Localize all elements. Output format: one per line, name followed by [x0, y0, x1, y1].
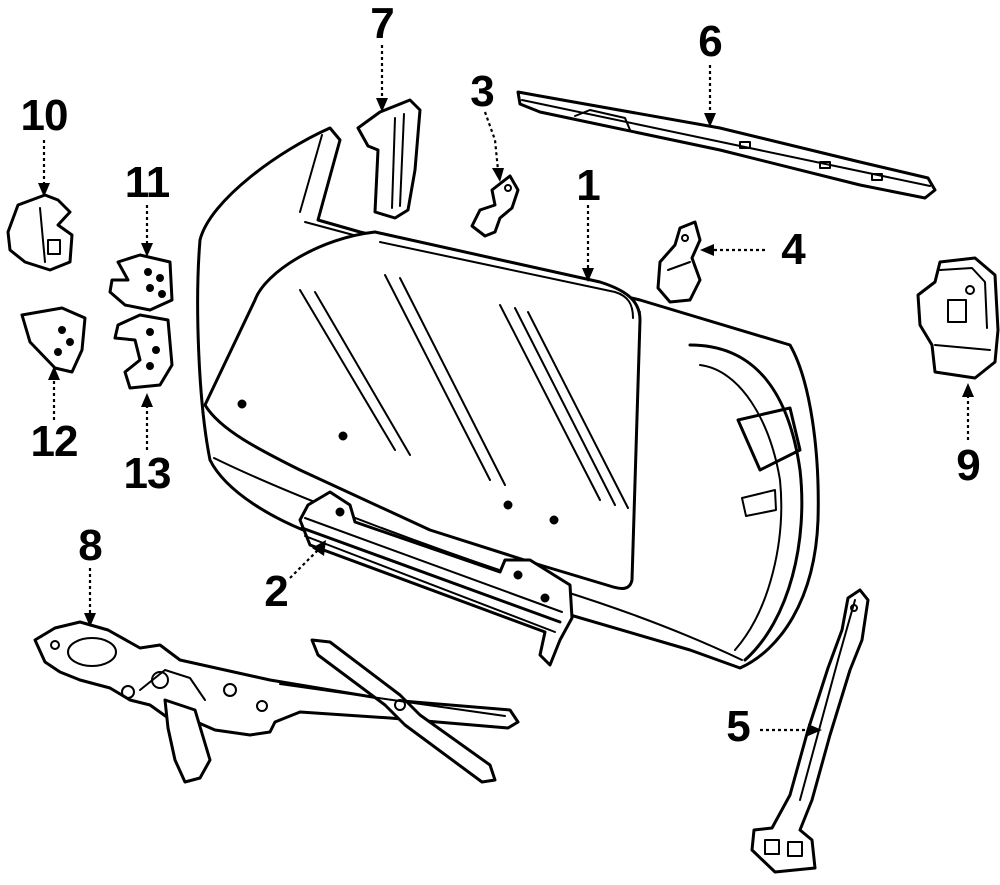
callout-12: 12	[30, 417, 79, 466]
callout-11: 11	[124, 158, 171, 207]
bracket-3	[470, 174, 520, 238]
lock-assembly	[916, 256, 1000, 380]
glass-channel	[298, 490, 574, 667]
callout-7: 7	[370, 0, 395, 48]
door-glass	[203, 230, 642, 590]
hinge-upper	[108, 253, 174, 312]
window-regulator	[33, 620, 520, 784]
bracket-10	[6, 193, 74, 272]
callout-5: 5	[726, 702, 751, 751]
bracket-4	[656, 220, 702, 304]
weatherstrip	[516, 90, 937, 200]
callout-10: 10	[20, 91, 69, 140]
callout-8: 8	[78, 521, 103, 570]
corner-trim	[356, 98, 422, 220]
callout-3: 3	[470, 67, 495, 116]
callout-2: 2	[264, 567, 289, 616]
leader-lines	[38, 45, 974, 736]
hinge-lower	[113, 313, 174, 390]
callout-6: 6	[698, 17, 723, 66]
callout-13: 13	[123, 449, 172, 498]
callout-9: 9	[956, 441, 981, 490]
callout-4: 4	[781, 225, 806, 274]
bracket-12	[20, 306, 87, 374]
callout-1: 1	[576, 161, 601, 210]
